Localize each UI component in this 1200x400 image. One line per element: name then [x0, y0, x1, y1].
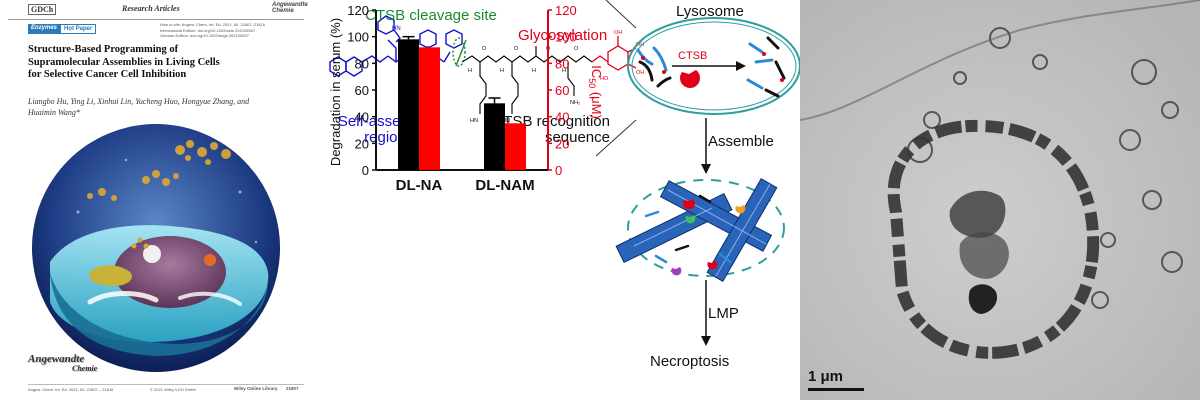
right-tick-label: 120	[555, 3, 577, 18]
molecule-clusters	[87, 140, 231, 201]
right-tick-label: 100	[555, 30, 577, 45]
publisher-logo: GDCh	[28, 4, 57, 15]
right-tick-label: 0	[555, 163, 562, 178]
journal-logo-sub: Chemie	[72, 364, 98, 373]
journal-logo: Angewandte Chemie	[28, 354, 97, 374]
citation-line: How to cite: Angew. Chem. Int. Ed. 2021,…	[160, 22, 265, 27]
svg-text:OH: OH	[636, 70, 644, 76]
svg-text:O: O	[574, 46, 579, 52]
tem-image	[800, 0, 1200, 400]
journal-mini-logo: Angewandte Chemie	[272, 2, 308, 14]
right-tick-label: 40	[555, 110, 569, 125]
right-tick-label: 60	[555, 83, 569, 98]
assemble-label: Assemble	[708, 133, 774, 150]
svg-text:HO: HO	[600, 76, 609, 82]
glycosylation-label: Glycosylation	[518, 27, 608, 44]
cover-header-rule	[8, 5, 304, 20]
left-tick-label: 60	[355, 83, 369, 98]
cover-illustration	[32, 124, 280, 372]
svg-text:H: H	[532, 68, 536, 74]
right-tick-label: 80	[555, 56, 569, 71]
right-tick-label: 20	[555, 136, 569, 151]
citation-line: International Edition: doi.org/10.1002/a…	[160, 27, 256, 33]
left-tick-label: 100	[347, 30, 369, 45]
citation-line: German Edition: doi.org/10.1002/ange.202…	[160, 33, 249, 38]
chart-x-ticks: DL-NA DL-NAM	[396, 177, 535, 194]
scale-bar-label: 1 μm	[808, 368, 844, 385]
journal-cover-panel: GDCh Research Articles Angewandte Chemie…	[0, 0, 312, 400]
left-tick-label: 20	[355, 136, 369, 151]
scale-bar	[808, 388, 864, 391]
footer-page: 21807	[286, 386, 299, 391]
svg-text:OH: OH	[614, 30, 622, 36]
necroptosis-label: Necroptosis	[650, 353, 730, 370]
badge-topic: Enzymes	[28, 24, 61, 34]
supramolecular-assembly	[615, 178, 785, 282]
citation-block: How to cite: Angew. Chem. Int. Ed. 2021,…	[160, 22, 300, 39]
paper-title: Structure-Based Programming of Supramole…	[28, 44, 220, 80]
svg-text:HN: HN	[502, 118, 510, 124]
cleavage-site-label: CTSB cleavage site	[356, 8, 506, 24]
x-tick-label: DL-NA	[396, 177, 443, 194]
svg-text:H: H	[562, 68, 566, 74]
y-axis-label: Degradation in serum (%)	[328, 18, 343, 166]
left-tick-label: 40	[355, 110, 369, 125]
peptide-fragments-before	[636, 46, 672, 88]
svg-text:HN: HN	[470, 118, 478, 124]
footer-library: Wiley Online Library	[234, 386, 278, 391]
vesicles	[907, 27, 1183, 309]
left-tick-label: 80	[355, 56, 369, 71]
cleavage-site-label-text: CTSB cleavage site	[365, 7, 497, 24]
paper-authors: Liangbo Hu, Ying Li, Xinhui Lin, Yucheng…	[28, 97, 250, 117]
left-tick-label: 0	[362, 163, 369, 178]
cover-footer: Angew. Chem. Int. Ed. 2021, 60, 21807 – …	[28, 384, 304, 395]
journal-logo-main: Angewandte	[28, 353, 85, 365]
y2-axis-label: IC50 (μM)	[587, 65, 604, 119]
footer-copyright: © 2021 Wiley-VCH GmbH	[150, 387, 197, 392]
chart-axes: 0 0 20 20 40 40 60 60 80 80 100 100 120 120	[347, 3, 576, 178]
svg-text:NH₂: NH₂	[570, 100, 580, 106]
lmp-label: LMP	[708, 305, 739, 322]
svg-text:H: H	[500, 68, 504, 74]
cell-nucleus	[114, 236, 226, 308]
x-tick-label: DL-NAM	[475, 177, 534, 194]
svg-text:O: O	[482, 46, 487, 52]
chart-bars	[398, 35, 526, 171]
lysosome-label: Lysosome	[676, 3, 744, 20]
svg-text:OH: OH	[636, 42, 644, 48]
svg-text:H: H	[468, 68, 472, 74]
svg-text:O: O	[514, 46, 519, 52]
ctsb-label: CTSB	[678, 50, 708, 62]
svg-text:HN: HN	[392, 26, 401, 32]
ctsb-enzyme-icon	[680, 70, 700, 88]
bar-dl-nam-0	[484, 103, 505, 170]
bar-dl-nam-1	[505, 123, 526, 170]
ctsb-recognition-sequence	[461, 46, 593, 114]
bar-dl-na-1	[419, 47, 440, 171]
badge-type: Hot Paper	[60, 24, 97, 34]
lysosome-membrane	[627, 17, 800, 115]
peptide-fragments-after	[746, 36, 786, 98]
bar-dl-na-0	[398, 39, 419, 171]
hot-paper-badge: Enzymes Hot Paper	[28, 24, 97, 34]
footer-citation: Angew. Chem. Int. Ed. 2021, 60, 21807 – …	[28, 387, 114, 392]
left-tick-label: 120	[347, 3, 369, 18]
section-label: Research Articles	[122, 4, 180, 13]
tem-micrograph	[800, 0, 1200, 400]
degradation-ic50-bar-chart: Degradation in serum (%) IC50 (μM) 0 0 20 2…	[328, 3, 604, 194]
cleavage-site-mark	[452, 37, 467, 67]
